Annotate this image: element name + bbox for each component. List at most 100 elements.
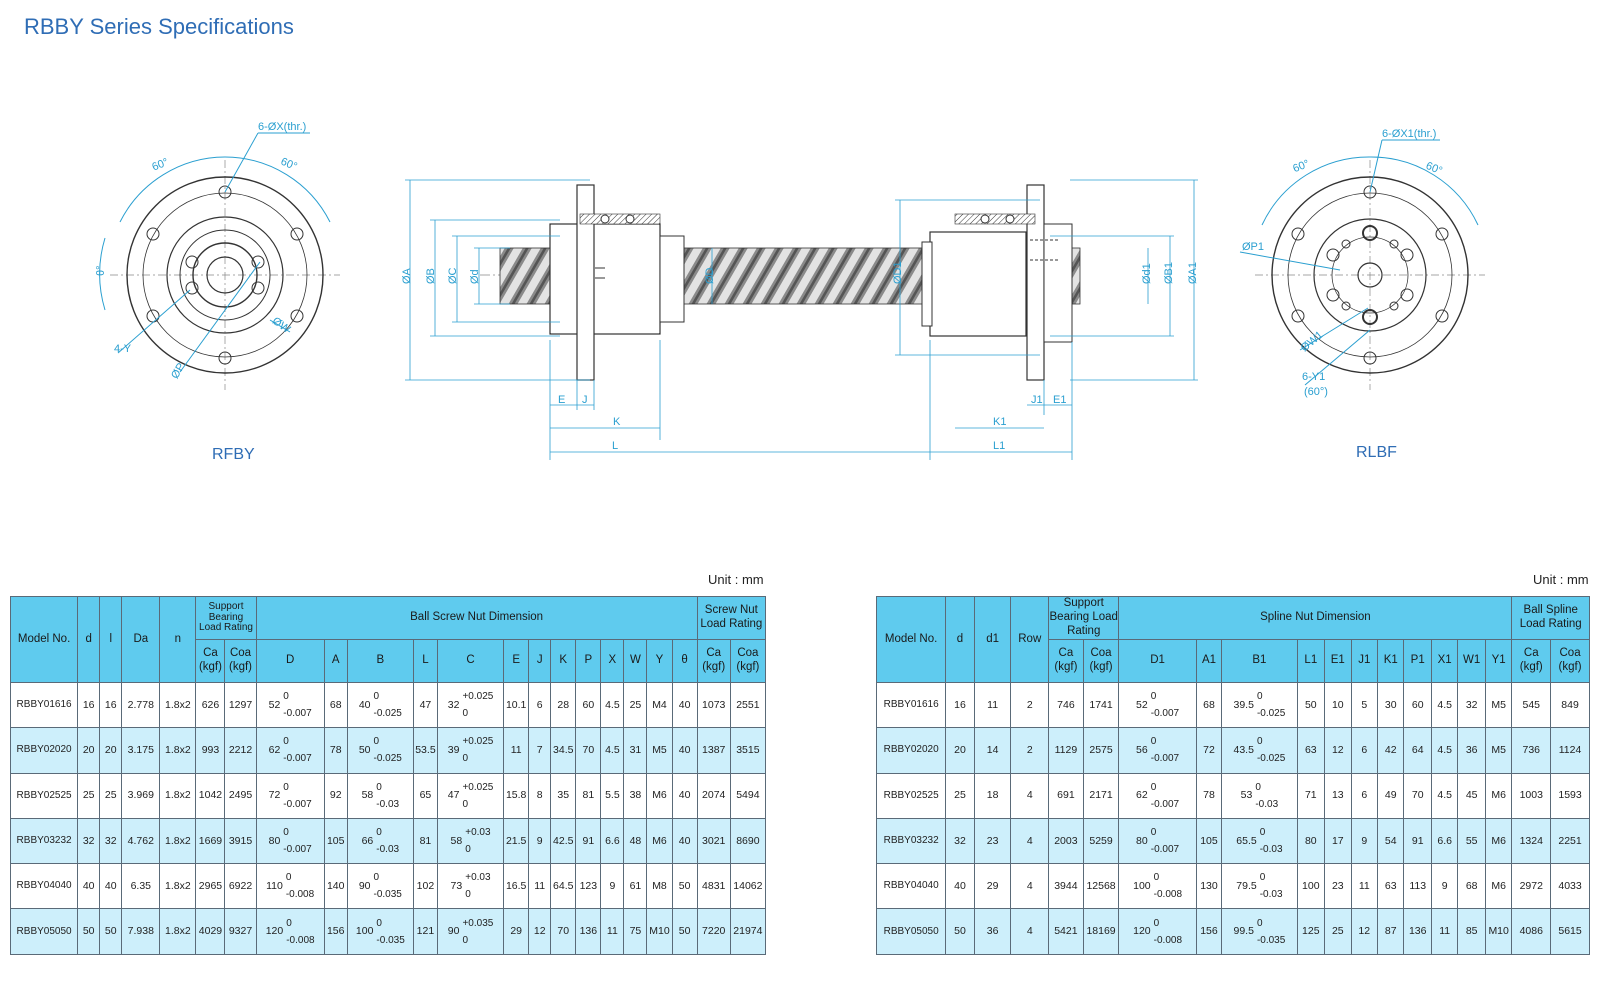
- nominal-value: 120: [265, 925, 284, 938]
- lower-tolerance: -0.03: [376, 798, 400, 810]
- col-l: l: [99, 596, 123, 683]
- upper-tolerance: 0: [286, 917, 292, 929]
- col-d: d: [77, 596, 101, 683]
- cell-w1: 45: [1457, 772, 1486, 819]
- cell-d: 40: [945, 863, 975, 910]
- nominal-value: 80: [268, 834, 281, 847]
- cell-model: RBBY03232: [875, 817, 947, 865]
- cell-ca2: 1387: [696, 727, 731, 774]
- tolerance-stack: 0 -0.03: [376, 779, 399, 813]
- cell-l1: 50: [1296, 681, 1326, 729]
- cell-a: 92: [323, 772, 348, 819]
- nominal-value: 79.5: [1236, 880, 1257, 893]
- cell-da: 4.762: [121, 817, 161, 865]
- upper-tolerance: 0: [376, 827, 382, 839]
- cell-ca2: 1324: [1511, 817, 1552, 865]
- lower-tolerance: -0.007: [283, 798, 312, 810]
- cell-coa: 3915: [224, 817, 257, 865]
- tolerance-stack: 0-0.03: [1260, 824, 1283, 858]
- lower-tolerance: -0.007: [283, 753, 312, 765]
- cell-y: M10: [646, 908, 673, 955]
- upper-tolerance: +0.035: [462, 917, 494, 929]
- nominal-value: 58: [361, 789, 374, 802]
- annot-w1: ØW1: [1299, 329, 1326, 354]
- upper-tolerance: 0: [376, 781, 382, 793]
- lower-tolerance: 0: [462, 934, 469, 946]
- cell-e: 16.5: [503, 863, 530, 910]
- cell-p1: 113: [1403, 863, 1432, 910]
- cell-x1: 11: [1430, 908, 1459, 955]
- cell-x: 9: [600, 863, 625, 910]
- cell-model: RBBY05050: [9, 908, 79, 955]
- cell-row: 4: [1010, 817, 1050, 865]
- cell-d: 20: [945, 727, 975, 774]
- cell-j: 6: [528, 681, 552, 729]
- lower-tolerance: -0.025: [373, 753, 402, 765]
- cell-d: 50: [945, 908, 975, 955]
- nominal-value: 39: [447, 744, 460, 757]
- tolerance-stack: 0-0.035: [374, 869, 402, 903]
- cell-j: 9: [528, 817, 552, 865]
- nominal-value: 50: [358, 744, 371, 757]
- cell-model: RBBY03232: [9, 817, 79, 865]
- cell-d: 25: [77, 772, 101, 819]
- lower-tolerance: -0.035: [376, 934, 405, 946]
- lower-tolerance: -0.03: [1259, 889, 1283, 901]
- lower-tolerance: -0.008: [286, 934, 315, 946]
- cell-x: 5.5: [600, 772, 625, 819]
- lower-tolerance: 0: [462, 753, 469, 765]
- cell-a1: 105: [1195, 817, 1223, 865]
- cell-w1: 85: [1457, 908, 1486, 955]
- cell-y: M4: [646, 681, 673, 729]
- cell-d: 32: [77, 817, 101, 865]
- tolerance-stack: 0-0.008: [286, 869, 314, 903]
- cell-model: RBBY01616: [875, 681, 947, 729]
- cell-k1: 49: [1376, 772, 1405, 819]
- cell-e: 29: [503, 908, 530, 955]
- cell-d: 16: [945, 681, 975, 729]
- cell-j1: 6: [1350, 727, 1379, 774]
- unit-label-left: Unit : mm: [708, 572, 764, 587]
- dim-c: ØC: [447, 267, 459, 284]
- nominal-value: 62: [1136, 789, 1148, 802]
- cell-a: 140: [323, 863, 348, 910]
- cell-x: 6.6: [600, 817, 625, 865]
- cell-k1: 54: [1376, 817, 1405, 865]
- cell-d1: 23: [973, 817, 1012, 865]
- cell-da: 2.778: [121, 681, 161, 729]
- col-coa2-r: Coa (kgf): [1550, 639, 1590, 683]
- cell-ca: 746: [1048, 681, 1084, 729]
- nominal-value: 47: [447, 789, 460, 802]
- upper-tolerance: 0: [1259, 872, 1266, 884]
- cell-model: RBBY04040: [875, 863, 947, 910]
- cell-theta: 40: [671, 681, 698, 729]
- nominal-value: 40: [358, 698, 371, 711]
- cell-coa2: 5494: [729, 772, 767, 819]
- dim-a: ØA: [401, 267, 413, 284]
- tolerance-stack: 0-0.03: [1255, 779, 1278, 813]
- upper-tolerance: +0.025: [462, 691, 494, 703]
- cell-y1: M6: [1484, 817, 1513, 865]
- dim-a1: ØA1: [1187, 262, 1199, 284]
- cell-n: 1.8x2: [159, 863, 197, 910]
